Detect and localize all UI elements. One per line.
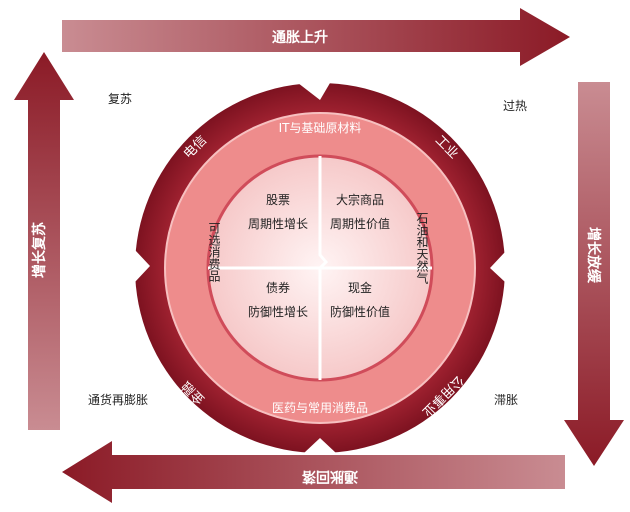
outer-notch-bottom [304,438,336,453]
phase-reflation: 通货再膨胀 [88,392,148,407]
quadrant-br-style: 防御性价值 [330,304,390,319]
middle-label-pharma-staples: 医药与常用消费品 [272,401,368,415]
quadrant-tl-asset: 股票 [266,193,290,207]
phase-stagflation: 滞胀 [494,393,518,407]
arrow-left [14,52,74,430]
arrow-right [564,82,624,466]
phase-recovery: 复苏 [108,92,132,106]
arrow-top-label: 通胀上升 [272,29,328,46]
outer-notch-left [135,250,150,282]
middle-label-oil-gas: 石油和天然气 [415,212,429,284]
phase-overheat: 过热 [503,99,527,113]
quadrant-tr-asset: 大宗商品 [336,192,384,207]
middle-ring-edge [164,112,476,424]
middle-label-it-materials: IT与基础原材料 [279,121,362,135]
arrow-bottom-label: 通胀回落 [301,468,358,485]
middle-label-discretionary: 可选消费品 [207,222,221,282]
quadrant-tl-style: 周期性增长 [248,217,308,231]
quadrant-br-asset: 现金 [348,280,372,295]
arrow-bottom [62,441,565,503]
arrow-right-label: 增长放缓 [585,227,602,284]
arrow-left-label: 增长复苏 [31,222,48,278]
quadrant-bl-style: 防御性增长 [248,304,308,319]
quadrant-tr-style: 周期性价值 [330,216,390,231]
inner-divider-vertical [318,156,329,380]
outer-notch-right [490,252,505,282]
outer-notch-top [298,83,330,100]
arrow-top [62,8,570,66]
quadrant-bl-asset: 债券 [266,280,290,295]
